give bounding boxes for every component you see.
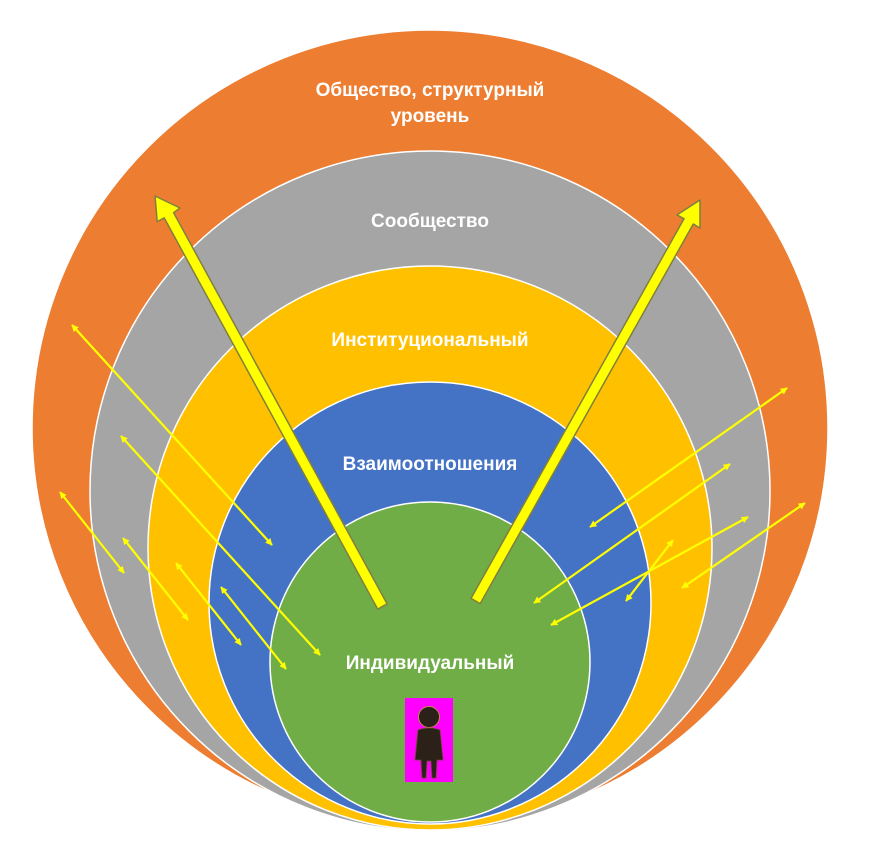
double-arrow-11 [625,539,674,602]
institutional-label: Институциональный [331,330,528,351]
person-icon-body [414,727,444,779]
double-arrow-3 [59,491,125,574]
small-arrows [59,324,806,670]
big-arrow-right [470,199,701,605]
double-arrow-6 [220,586,287,670]
person-icon [405,698,453,782]
person-icon-head [418,706,440,728]
individual-label: Индивидуальный [346,653,515,674]
double-arrow-2 [120,435,321,656]
society-label-line2: уровень [391,106,470,127]
community-label: Сообщество [371,211,489,232]
relationships-label: Взаимоотношения [343,454,518,475]
double-arrow-10 [681,502,806,589]
society-label-line1: Общество, структурный [316,80,545,101]
